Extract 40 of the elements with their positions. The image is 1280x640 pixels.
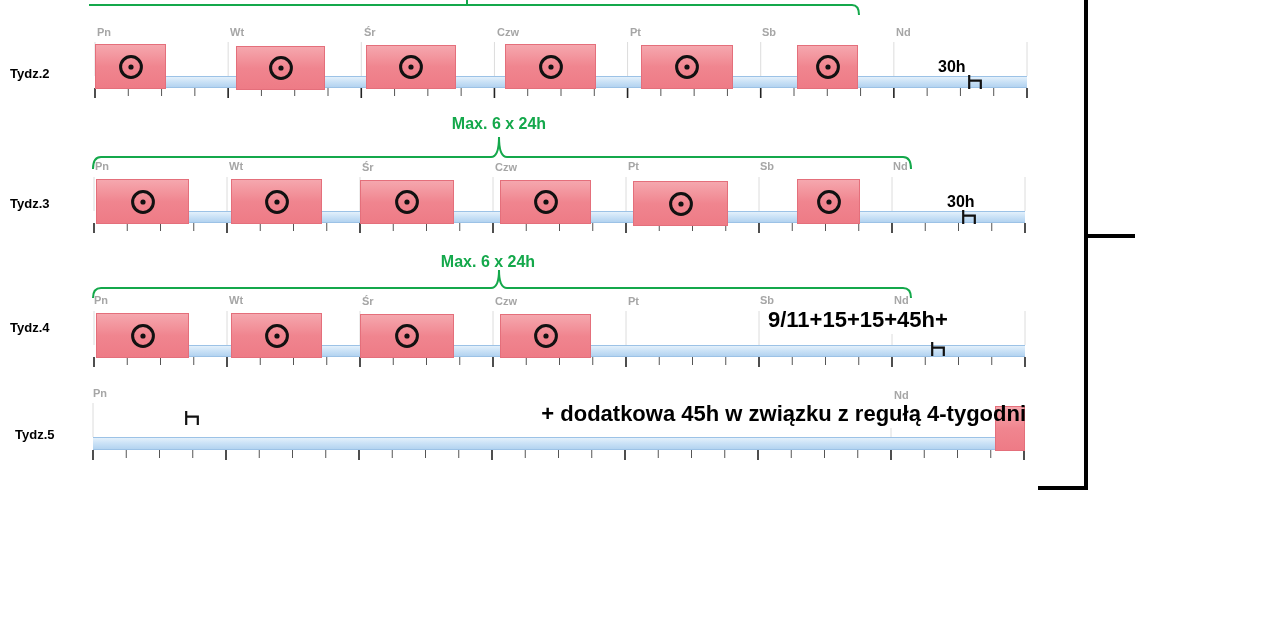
day-label: Sb bbox=[762, 27, 777, 38]
rest-period-bar bbox=[633, 181, 728, 226]
week-label: Tydz.3 bbox=[10, 197, 50, 210]
rest-period-bar bbox=[366, 45, 456, 89]
rest-period-bar bbox=[96, 179, 189, 224]
day-label: Czw bbox=[495, 162, 517, 173]
day-label: Sb bbox=[760, 161, 775, 172]
rest-period-bar bbox=[360, 314, 454, 358]
day-label: Nd bbox=[896, 27, 911, 38]
rest-period-bar bbox=[236, 46, 325, 90]
rest-period-bar bbox=[96, 313, 189, 358]
week-label: Tydz.2 bbox=[10, 67, 50, 80]
rest-period-bar bbox=[360, 180, 454, 224]
note-text: 9/11+15+15+45h+ bbox=[768, 309, 948, 331]
day-label: Nd bbox=[893, 161, 908, 172]
bracket-label: Max. 6 x 24h bbox=[440, 254, 536, 270]
day-label: Pt bbox=[628, 161, 639, 172]
hours-label: 30h bbox=[947, 194, 975, 210]
day-label: Wt bbox=[230, 27, 245, 38]
week-label: Tydz.4 bbox=[10, 321, 50, 334]
rest-period-bar bbox=[797, 179, 860, 224]
day-label: Nd bbox=[894, 295, 909, 306]
day-label: Nd bbox=[894, 390, 909, 401]
day-label: Pt bbox=[630, 27, 641, 38]
rest-period-bar bbox=[505, 44, 596, 89]
day-label: Pn bbox=[93, 388, 108, 399]
rest-period-bar bbox=[500, 180, 591, 224]
day-label: Czw bbox=[495, 296, 517, 307]
week-label: Tydz.5 bbox=[15, 428, 55, 441]
rest-period-bar bbox=[95, 44, 166, 89]
rest-period-bar bbox=[231, 179, 322, 224]
day-label: Czw bbox=[497, 27, 519, 38]
rest-period-bar bbox=[797, 45, 858, 89]
rest-period-bar bbox=[231, 313, 322, 358]
hours-label: 30h bbox=[938, 59, 966, 75]
bracket-label: Max. 6 x 24h bbox=[451, 116, 547, 132]
rest-period-bar bbox=[641, 45, 733, 89]
day-label: Sb bbox=[760, 295, 775, 306]
day-label: Pt bbox=[628, 296, 639, 307]
rest-period-bar bbox=[500, 314, 591, 358]
